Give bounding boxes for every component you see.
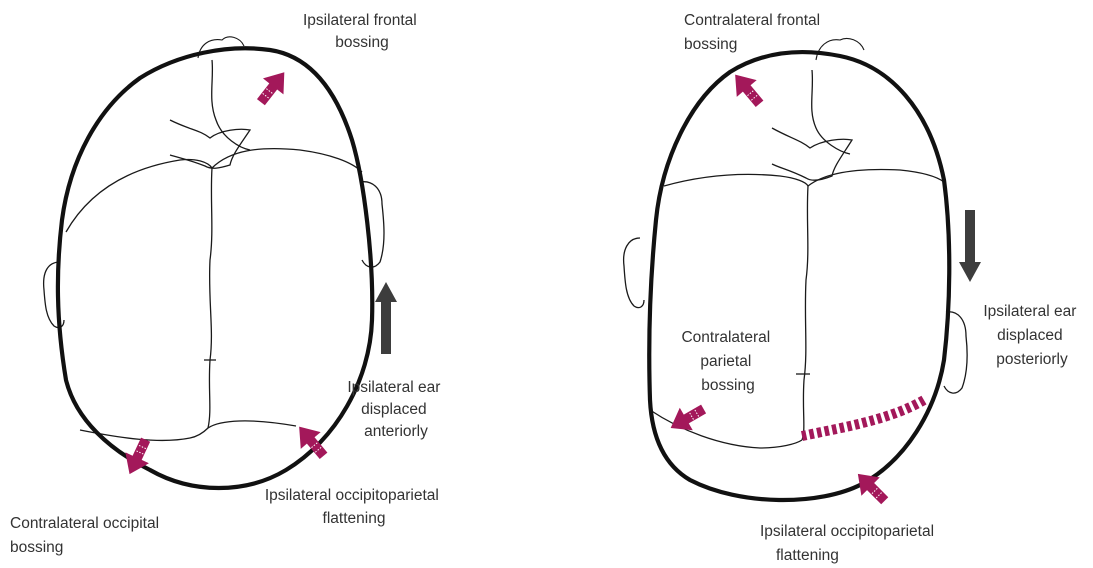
left-flattening-arrow — [289, 418, 333, 464]
right-ear-label: Ipsilateral ear displaced posteriorly — [983, 303, 1080, 368]
left-frontal-arrow — [251, 64, 295, 110]
right-metopic-suture — [812, 70, 850, 154]
left-frontal-label: Ipsilateral frontal bossing — [303, 12, 421, 51]
left-ear-arrow — [375, 282, 397, 354]
left-coronal-suture — [66, 149, 362, 232]
right-parietal-arrow — [664, 398, 710, 440]
left-metopic-suture — [212, 60, 250, 150]
left-flattening-label: Ipsilateral occipitoparietal flattening — [265, 487, 443, 527]
left-sagittal-suture — [208, 168, 212, 428]
left-ear-label: Ipsilateral ear displaced anteriorly — [347, 379, 444, 440]
right-sagittal-suture — [802, 186, 808, 440]
right-flattening-label: Ipsilateral occipitoparietal flattening — [760, 523, 938, 564]
left-lambdoid-suture — [80, 421, 296, 441]
right-parietal-label: Contralateral parietal bossing — [681, 329, 774, 394]
right-ear-arrow — [959, 210, 981, 282]
right-coronal-suture — [664, 170, 944, 186]
right-skull — [624, 38, 968, 500]
right-lambdoid-suture — [650, 410, 802, 448]
left-fontanelle — [170, 120, 250, 168]
right-left-ear — [624, 238, 644, 308]
right-frontal-label: Contralateral frontal bossing — [684, 12, 824, 53]
left-skull-outline — [58, 48, 372, 488]
left-skull — [44, 37, 384, 488]
right-flattening-line — [802, 400, 924, 436]
left-occipital-label: Contralateral occipital bossing — [10, 515, 163, 556]
